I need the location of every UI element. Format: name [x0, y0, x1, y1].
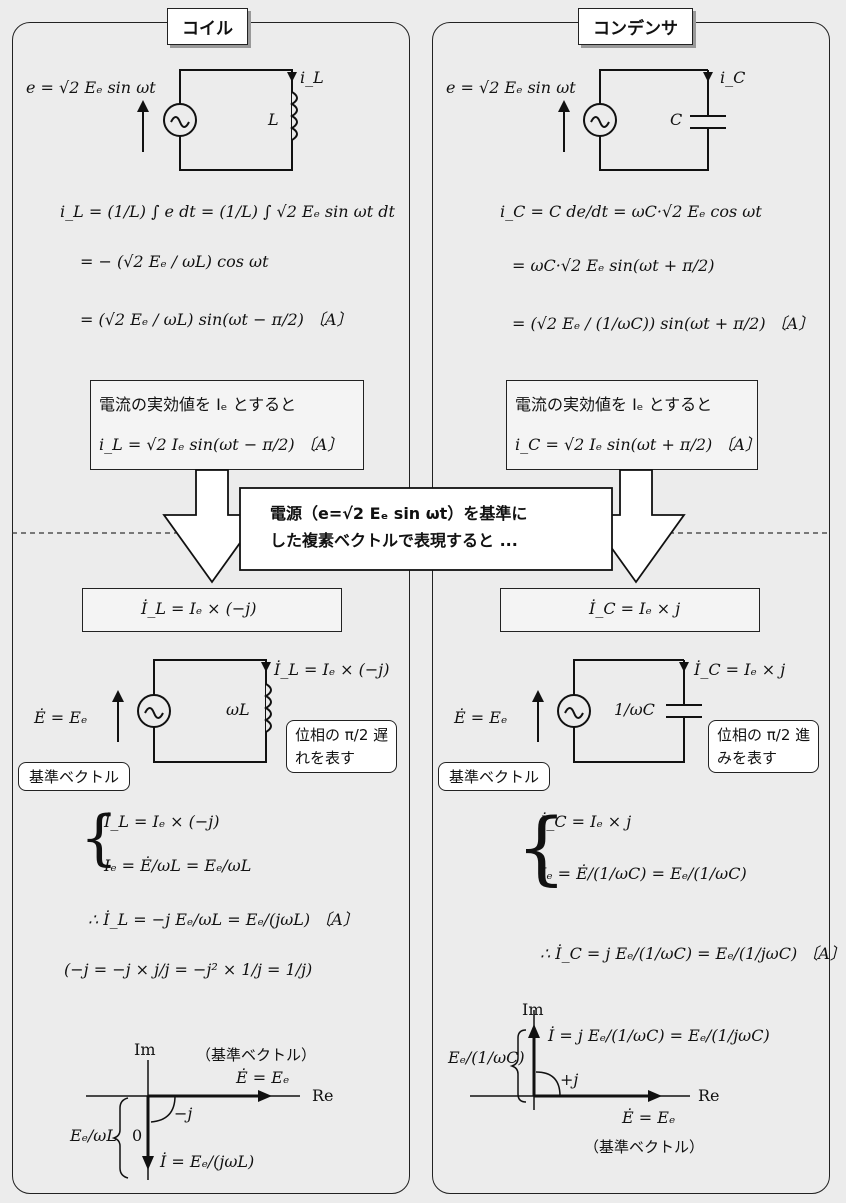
- inductor-circuit: [137, 69, 298, 171]
- left-ref-note: （基準ベクトル）: [196, 1046, 317, 1064]
- left-derivation-2: = − (√2 Eₑ / ωL) cos ωt: [80, 252, 269, 271]
- left-system-1: İ_L = Iₑ × (−j): [104, 812, 220, 831]
- left-bubble-line-2: れを表す: [295, 748, 356, 767]
- right-im-label: Im: [522, 1000, 544, 1019]
- left-rms-line-2: i_L = √2 Iₑ sin(ωt − π/2) 〔A〕: [99, 435, 344, 454]
- right-system-2: Iₑ = Ė/(1/ωC) = Eₑ/(1/ωC): [540, 864, 747, 883]
- left-rms-line-1: 電流の実効値を Iₑ とすると: [99, 395, 297, 414]
- left-zero: 0: [132, 1126, 143, 1145]
- right-c2-source: Ė = Eₑ: [454, 708, 508, 727]
- banner-line-2: した複素ベクトルで表現すると ...: [270, 531, 518, 551]
- right-reference-tag: 基準ベクトル: [438, 762, 551, 791]
- left-phase-bubble: 位相の π/2 遅 れを表す: [286, 720, 398, 773]
- left-bubble-line-1: 位相の π/2 遅: [295, 726, 389, 744]
- inductor-phasor-circuit: [112, 659, 272, 763]
- right-derivation-3: = (√2 Eₑ / (1/ωC)) sin(ωt + π/2) 〔A〕: [512, 314, 815, 333]
- left-re-label: Re: [312, 1086, 334, 1105]
- left-c2-current: İ_L = Iₑ × (−j): [274, 660, 390, 679]
- right-phasor-text: İ_C = Iₑ × j: [589, 599, 681, 618]
- left-i-vector: İ = Eₑ/(jωL): [160, 1152, 255, 1171]
- right-rms-line-2: i_C = √2 Iₑ sin(ωt + π/2) 〔A〕: [515, 435, 761, 454]
- left-derivation-1: i_L = (1/L) ∫ e dt = (1/L) ∫ √2 Eₑ sin ω…: [60, 202, 395, 221]
- right-ref-note: （基準ベクトル）: [584, 1138, 705, 1156]
- right-re-label: Re: [698, 1086, 720, 1105]
- right-rotation: +j: [560, 1070, 579, 1089]
- banner-line-1: 電源（e=√2 Eₑ sin ωt）を基準に: [270, 504, 528, 523]
- left-phasor-box: İ_L = Iₑ × (−j): [82, 588, 342, 632]
- right-c2-current: İ_C = Iₑ × j: [694, 660, 786, 679]
- left-identity: (−j = −j × j/j = −j² × 1/j = 1/j): [64, 960, 313, 979]
- right-i-vector: İ = j Eₑ/(1/ωC) = Eₑ/(1/jωC): [548, 1026, 770, 1045]
- left-im-label: Im: [134, 1040, 156, 1059]
- inductor-phasor-diagram: [86, 1060, 300, 1180]
- left-element-label: L: [268, 110, 279, 129]
- right-derivation-1: i_C = C de/dt = ωC·√2 Eₑ cos ωt: [500, 202, 762, 221]
- right-bubble-line-2: みを表す: [717, 748, 778, 767]
- right-source-equation: e = √2 Eₑ sin ωt: [446, 78, 576, 97]
- left-system-brace: {: [80, 803, 119, 873]
- right-phase-bubble: 位相の π/2 進 みを表す: [708, 720, 820, 773]
- right-phasor-box: İ_C = Iₑ × j: [500, 588, 760, 632]
- right-magnitude: Eₑ/(1/ωC): [448, 1048, 525, 1067]
- right-derivation-2: = ωC·√2 Eₑ sin(ωt + π/2): [512, 256, 715, 275]
- left-derivation-3: = (√2 Eₑ / ωL) sin(ωt − π/2) 〔A〕: [80, 310, 353, 329]
- left-result: ∴ İ_L = −j Eₑ/ωL = Eₑ/(jωL) 〔A〕: [88, 910, 359, 929]
- left-reference-tag: 基準ベクトル: [18, 762, 131, 791]
- left-c2-source: Ė = Eₑ: [34, 708, 88, 727]
- left-phasor-text: İ_L = Iₑ × (−j): [141, 599, 257, 618]
- transition-banner: 電源（e=√2 Eₑ sin ωt）を基準に した複素ベクトルで表現すると ..…: [270, 500, 527, 554]
- right-result: ∴ İ_C = j Eₑ/(1/ωC) = Eₑ/(1/jωC) 〔A〕: [540, 944, 846, 963]
- inductor-title: コイル: [167, 8, 248, 45]
- left-rms-box: 電流の実効値を Iₑ とすると i_L = √2 Iₑ sin(ωt − π/2…: [90, 380, 364, 470]
- left-system-2: Iₑ = Ė/ωL = Eₑ/ωL: [104, 856, 252, 875]
- right-system-1: İ_C = Iₑ × j: [540, 812, 632, 831]
- transition-arrows: [162, 469, 686, 584]
- left-rotation: −j: [174, 1104, 193, 1123]
- capacitor-title: コンデンサ: [578, 8, 693, 45]
- right-bubble-line-1: 位相の π/2 進: [717, 726, 811, 744]
- right-current-label: i_C: [720, 68, 746, 87]
- left-source-equation: e = √2 Eₑ sin ωt: [26, 78, 156, 97]
- right-rms-box: 電流の実効値を Iₑ とすると i_C = √2 Iₑ sin(ωt + π/2…: [506, 380, 761, 470]
- capacitor-phasor-circuit: [532, 659, 702, 763]
- left-e-vector: Ė = Eₑ: [236, 1068, 290, 1087]
- left-magnitude: Eₑ/ωL: [70, 1126, 117, 1145]
- left-c2-element: ωL: [226, 700, 250, 719]
- capacitor-circuit: [558, 69, 726, 171]
- right-element-label: C: [670, 110, 683, 129]
- right-rms-line-1: 電流の実効値を Iₑ とすると: [515, 395, 713, 414]
- right-system-brace: {: [516, 801, 567, 894]
- right-e-vector: Ė = Eₑ: [622, 1108, 676, 1127]
- left-current-label: i_L: [300, 68, 324, 87]
- right-c2-element: 1/ωC: [614, 700, 655, 719]
